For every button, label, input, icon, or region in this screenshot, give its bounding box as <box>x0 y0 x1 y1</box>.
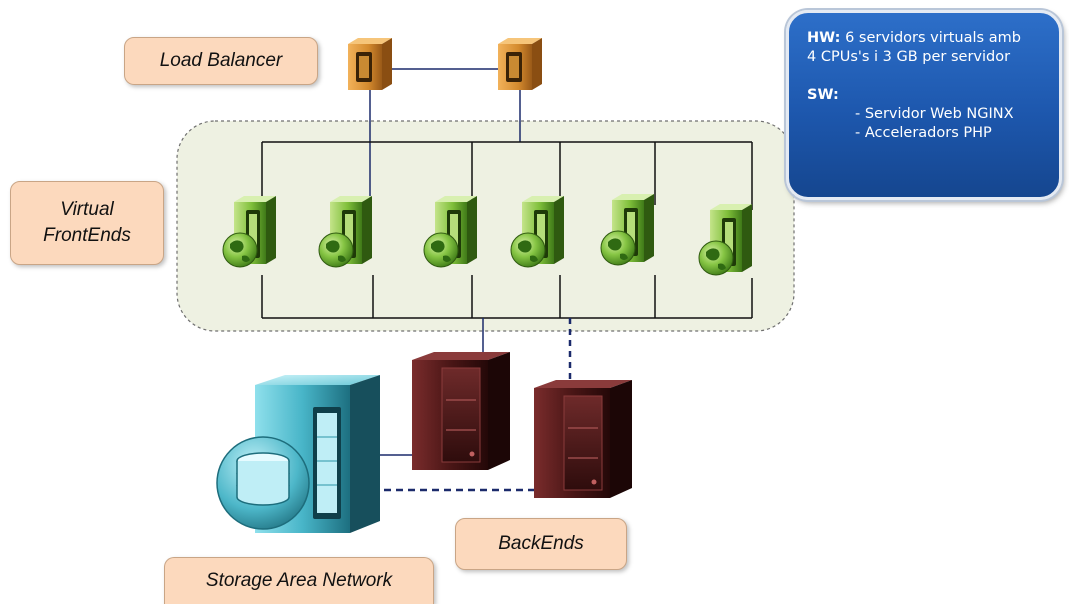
load-balancer-label-text: Load Balancer <box>159 50 283 71</box>
frontend-server-3 <box>423 196 477 268</box>
specs-info-box: HW: 6 servidors virtuals amb 4 CPUs's i … <box>786 10 1062 200</box>
load-balancer-server-2 <box>498 38 542 90</box>
sw-item-2: - Acceleradors PHP <box>855 125 992 141</box>
backend-server-1 <box>412 352 510 470</box>
frontend-server-2 <box>318 196 372 268</box>
hw-text-line2: 4 CPUs's i 3 GB per servidor <box>807 49 1011 65</box>
database-icon <box>236 452 290 506</box>
frontend-server-4 <box>510 196 564 268</box>
storage-area-network-label: Storage Area Network <box>164 557 434 604</box>
sw-label: SW: <box>807 87 839 103</box>
frontend-server-5 <box>600 194 654 266</box>
virtual-frontends-label-line1: Virtual <box>60 199 114 220</box>
load-balancer-label: Load Balancer <box>124 37 318 85</box>
frontend-drops <box>261 142 753 318</box>
backend-server-2 <box>534 380 632 498</box>
sw-item-1: - Servidor Web NGINX <box>855 106 1014 122</box>
backends-label: BackEnds <box>455 518 627 570</box>
hw-line-1: HW: 6 servidors virtuals amb <box>807 29 1049 48</box>
load-balancer-server-1 <box>348 38 392 90</box>
storage-area-network-server <box>216 375 380 533</box>
frontend-group-container <box>176 120 795 332</box>
virtual-frontends-label: Virtual FrontEnds <box>10 181 164 265</box>
hw-text-line1: 6 servidors virtuals amb <box>845 30 1021 46</box>
storage-area-network-label-text: Storage Area Network <box>205 570 393 591</box>
frontend-server-1 <box>222 196 276 268</box>
backends-label-text: BackEnds <box>498 533 584 554</box>
hw-label: HW: <box>807 30 841 46</box>
virtual-frontends-label-line2: FrontEnds <box>43 225 131 246</box>
frontend-server-6 <box>698 204 752 276</box>
